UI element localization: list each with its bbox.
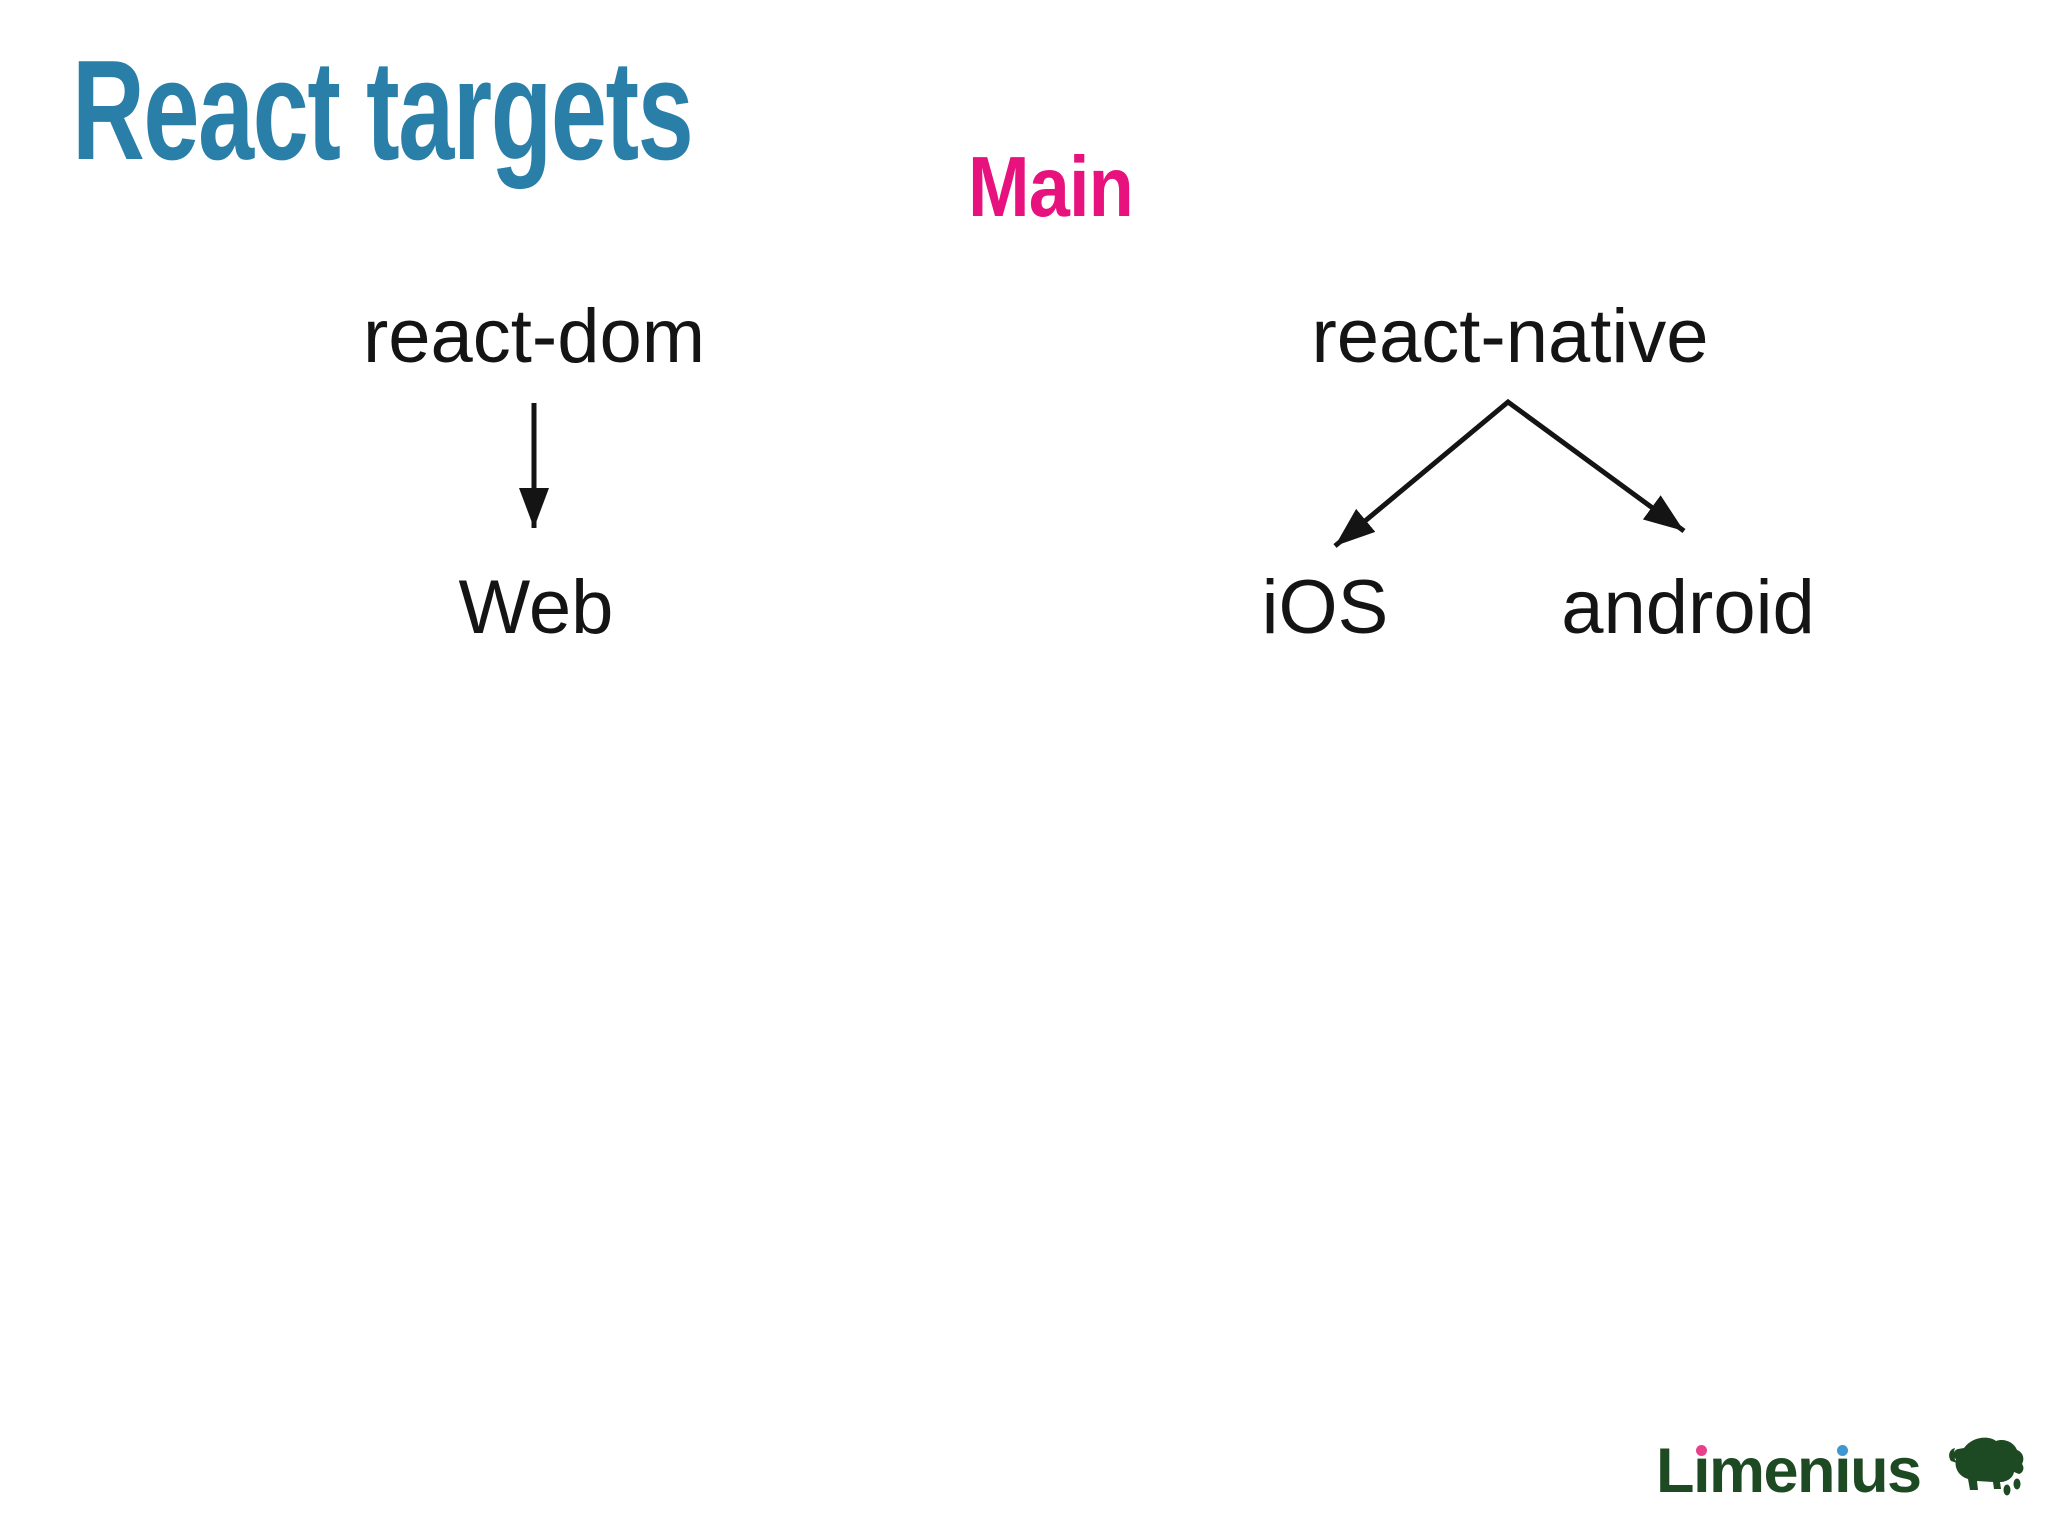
logo-segment: men [1709,1436,1836,1506]
slide-title: React targets [72,31,694,190]
logo-dot-pink-icon [1695,1445,1707,1456]
logo-segment: L [1656,1436,1694,1506]
logo-letter-i-pink: ı [1693,1440,1711,1503]
node-react-dom: react-dom [362,294,706,379]
logo-segment: us [1850,1436,1922,1506]
node-react-native: react-native [1311,294,1709,379]
bison-icon [1949,1437,2024,1496]
logo-segment: ı [1834,1436,1852,1506]
edge-reactnative-ios-android-arrows [1333,398,1686,548]
section-label: Main [968,140,1134,235]
logo-dot-blue-icon [1837,1445,1849,1456]
node-android: android [1561,565,1815,650]
node-ios: iOS [1261,565,1389,650]
node-web: Web [458,565,614,650]
logo-letter-i-blue: ı [1834,1440,1852,1503]
logo-segment: ı [1692,1436,1711,1506]
